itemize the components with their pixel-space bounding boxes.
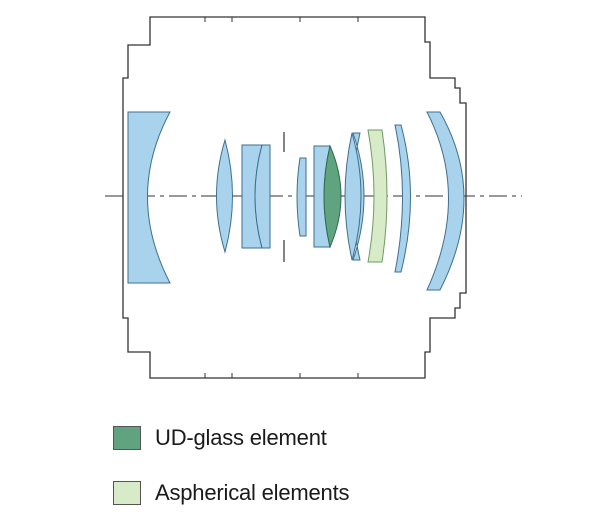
legend-item-aspherical: Aspherical elements xyxy=(113,480,349,506)
lens-barrel-outline xyxy=(122,16,467,379)
lens-element-10 xyxy=(426,111,465,291)
lens-element-aspherical xyxy=(367,129,388,263)
legend-label-aspherical: Aspherical elements xyxy=(155,480,350,505)
aspherical-swatch xyxy=(113,481,141,505)
legend-item-ud: UD-glass element xyxy=(113,425,327,451)
ud-glass-swatch xyxy=(113,426,141,450)
lens-element-7-body xyxy=(344,132,362,261)
lens-element-9 xyxy=(394,124,411,273)
lens-element-2 xyxy=(216,138,233,254)
legend-label-ud: UD-glass element xyxy=(155,425,327,450)
lens-element-3b xyxy=(254,144,271,249)
barrel-ridges xyxy=(204,17,359,378)
lens-element-ud xyxy=(323,144,342,249)
lens-element-1 xyxy=(127,111,171,284)
lens-element-4 xyxy=(296,157,307,237)
lens-construction-diagram xyxy=(105,16,522,379)
